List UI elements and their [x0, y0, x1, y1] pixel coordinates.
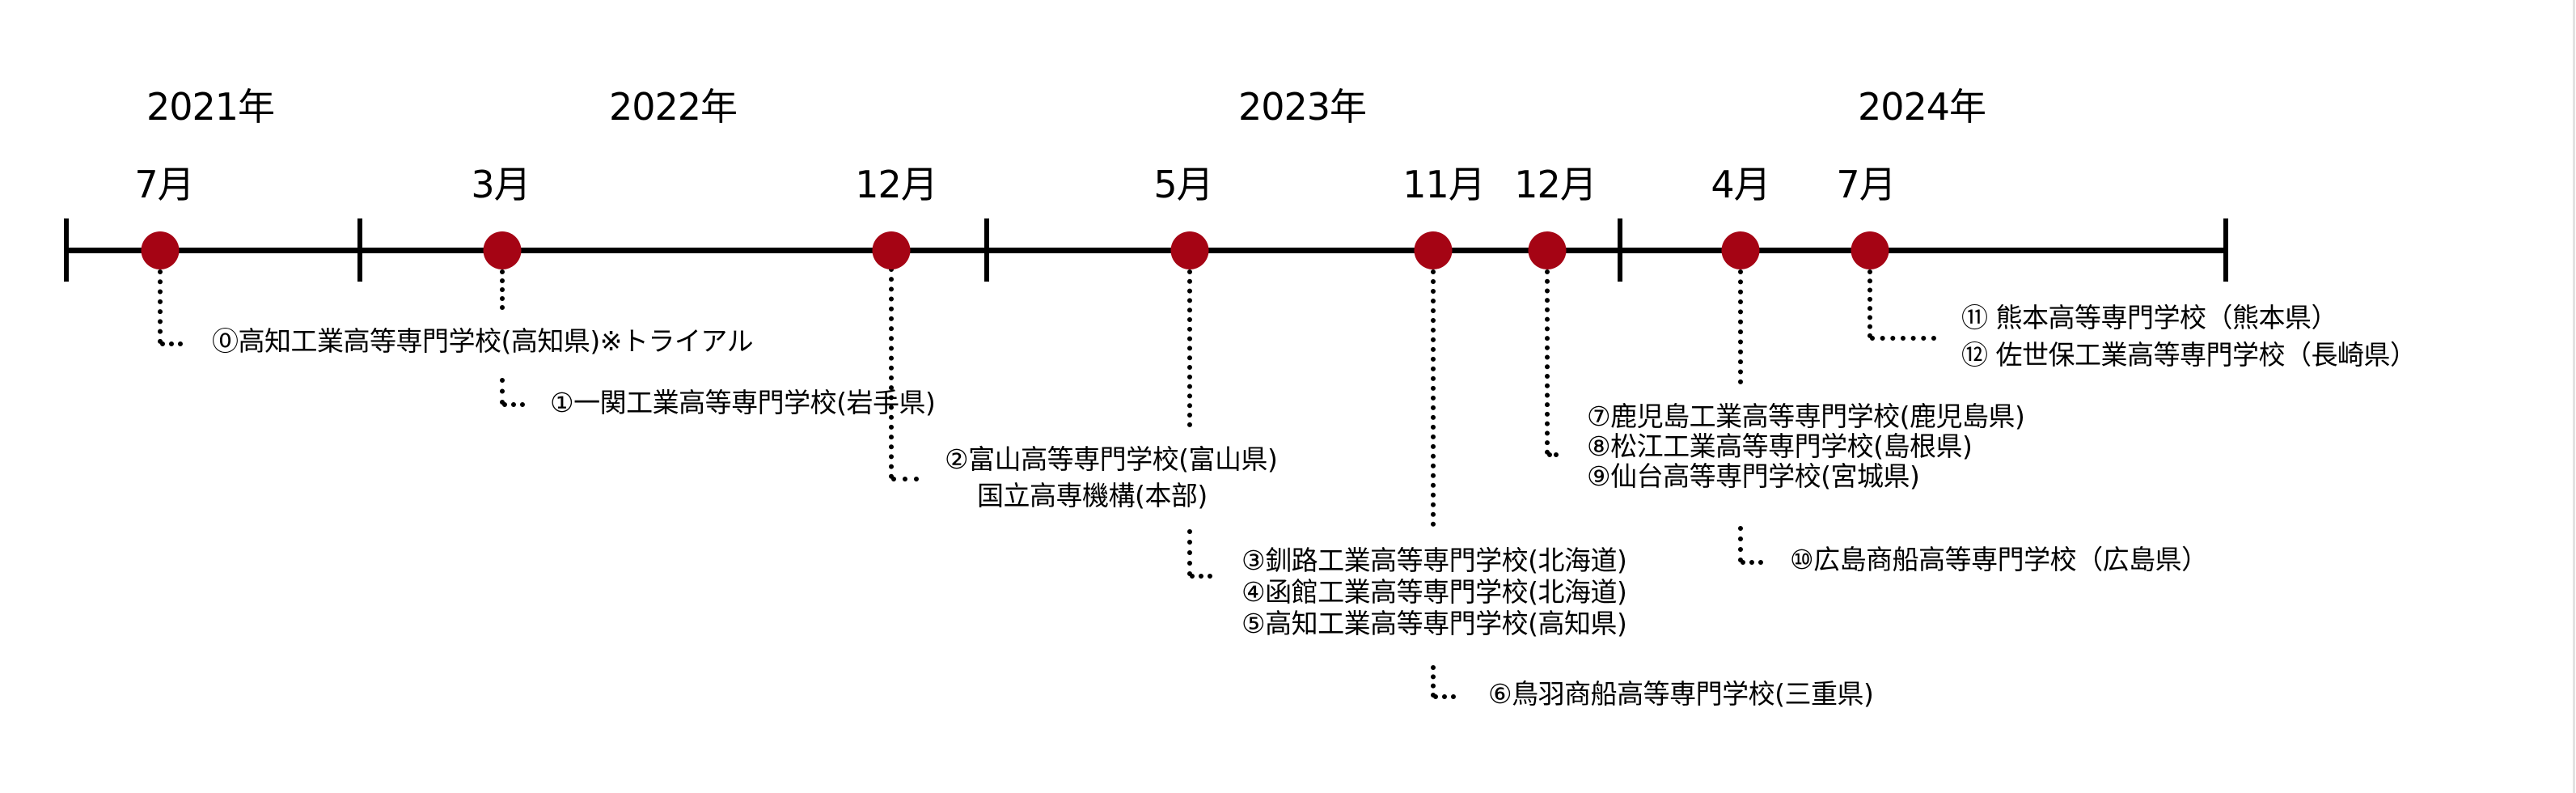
- event-marker-2024-04: [1721, 231, 1760, 269]
- month-label-2023-05: 5月: [1153, 163, 1213, 206]
- event-marker-2023-12: [1528, 231, 1567, 269]
- connector-e4-vertical-lower: [1431, 665, 1436, 698]
- connector-e2-vertical: [889, 267, 894, 479]
- event-marker-2024-07: [1851, 231, 1889, 269]
- connector-e4-horizontal: [1433, 694, 1456, 699]
- event-marker-2023-05: [1170, 231, 1209, 269]
- event-label-e5: ⑦鹿児島工業高等専門学校(鹿児島県) ⑧松江工業高等専門学校(島根県) ⑨仙台高…: [1587, 401, 2025, 492]
- connector-e1-vertical-upper: [500, 269, 505, 310]
- connector-e6-vertical-upper: [1738, 269, 1743, 384]
- school-entry: ⑫ 佐世保工業高等専門学校（長崎県）: [1961, 339, 2417, 371]
- month-label-2023-11: 11月: [1402, 163, 1486, 206]
- connector-e3-vertical-upper: [1187, 269, 1192, 427]
- right-border: [2573, 0, 2575, 793]
- connector-e0-vertical: [158, 269, 163, 344]
- year-label-2022: 2022年: [608, 85, 738, 129]
- connector-e3-vertical-lower: [1187, 529, 1192, 576]
- event-marker-2022-12: [872, 231, 911, 269]
- school-entry: ⓪高知工業高等専門学校(高知県)※トライアル: [212, 325, 754, 357]
- school-entry: ⑥鳥羽商船高等専門学校(三重県): [1488, 678, 1874, 710]
- school-entry: ⑤高知工業高等専門学校(高知県): [1241, 608, 1627, 639]
- axis-tick-2023: [984, 218, 989, 282]
- connector-e1-horizontal: [502, 402, 525, 407]
- event-label-e0: ⓪高知工業高等専門学校(高知県)※トライアル: [212, 325, 754, 358]
- year-label-2021: 2021年: [146, 85, 275, 129]
- month-label-2023-12: 12月: [1514, 163, 1597, 206]
- school-entry: ②富山高等専門学校(富山県): [945, 443, 1278, 475]
- connector-e7-vertical: [1867, 269, 1872, 338]
- connector-e7-horizontal: [1870, 336, 1936, 341]
- month-label-2024-04: 4月: [1711, 163, 1770, 206]
- school-entry: ③釧路工業高等専門学校(北海道): [1241, 545, 1627, 576]
- event-label-e3: ③釧路工業高等専門学校(北海道) ④函館工業高等専門学校(北海道) ⑤高知工業高…: [1241, 545, 1627, 639]
- school-entry: ⑦鹿児島工業高等専門学校(鹿児島県): [1587, 401, 2025, 432]
- school-entry: ⑨仙台高等専門学校(宮城県): [1587, 460, 1920, 492]
- connector-e6-horizontal: [1741, 560, 1763, 565]
- organization-entry: 国立高専機構(本部): [977, 480, 1208, 511]
- event-marker-2023-11: [1414, 231, 1453, 269]
- school-entry: ④函館工業高等専門学校(北海道): [1241, 576, 1627, 608]
- event-label-e1: ①一関工業高等専門学校(岩手県): [550, 387, 936, 419]
- event-label-e4: ⑥鳥羽商船高等専門学校(三重県): [1488, 678, 1874, 710]
- connector-e2-horizontal: [891, 477, 919, 481]
- axis-tick-2024: [1618, 218, 1622, 282]
- event-marker-2022-03: [483, 231, 522, 269]
- month-label-2022-03: 3月: [471, 163, 531, 206]
- year-label-2023: 2023年: [1237, 85, 1367, 129]
- year-label-2024: 2024年: [1857, 85, 1986, 129]
- event-label-e2: ②富山高等専門学校(富山県) 国立高専機構(本部): [945, 441, 1278, 514]
- connector-e5-vertical: [1545, 269, 1550, 455]
- school-entry: ⑧松江工業高等専門学校(島根県): [1587, 430, 1973, 462]
- connector-e3-horizontal: [1190, 574, 1212, 579]
- event-label-e7: ⑪ 熊本高等専門学校（熊本県） ⑫ 佐世保工業高等専門学校（長崎県）: [1961, 299, 2417, 374]
- axis-tick-start: [64, 218, 69, 282]
- month-label-2021-07: 7月: [134, 163, 194, 206]
- connector-e4-vertical-upper: [1431, 269, 1436, 527]
- month-label-2022-12: 12月: [855, 163, 938, 206]
- timeline-axis: [64, 248, 2228, 253]
- school-entry: ①一関工業高等専門学校(岩手県): [550, 387, 936, 418]
- connector-e0-horizontal: [160, 341, 183, 346]
- event-label-e6: ⑩広島商船高等専門学校（広島県）: [1790, 544, 2208, 576]
- school-entry: ⑪ 熊本高等専門学校（熊本県）: [1961, 302, 2337, 333]
- connector-e5-horizontal: [1547, 452, 1559, 457]
- connector-e6-vertical-lower: [1738, 526, 1743, 562]
- event-marker-2021-07: [141, 231, 180, 269]
- month-label-2024-07: 7月: [1836, 163, 1896, 206]
- axis-tick-2022: [357, 218, 362, 282]
- connector-e1-vertical-lower: [500, 378, 505, 405]
- axis-tick-end: [2223, 218, 2228, 282]
- school-entry: ⑩広島商船高等専門学校（広島県）: [1790, 544, 2208, 575]
